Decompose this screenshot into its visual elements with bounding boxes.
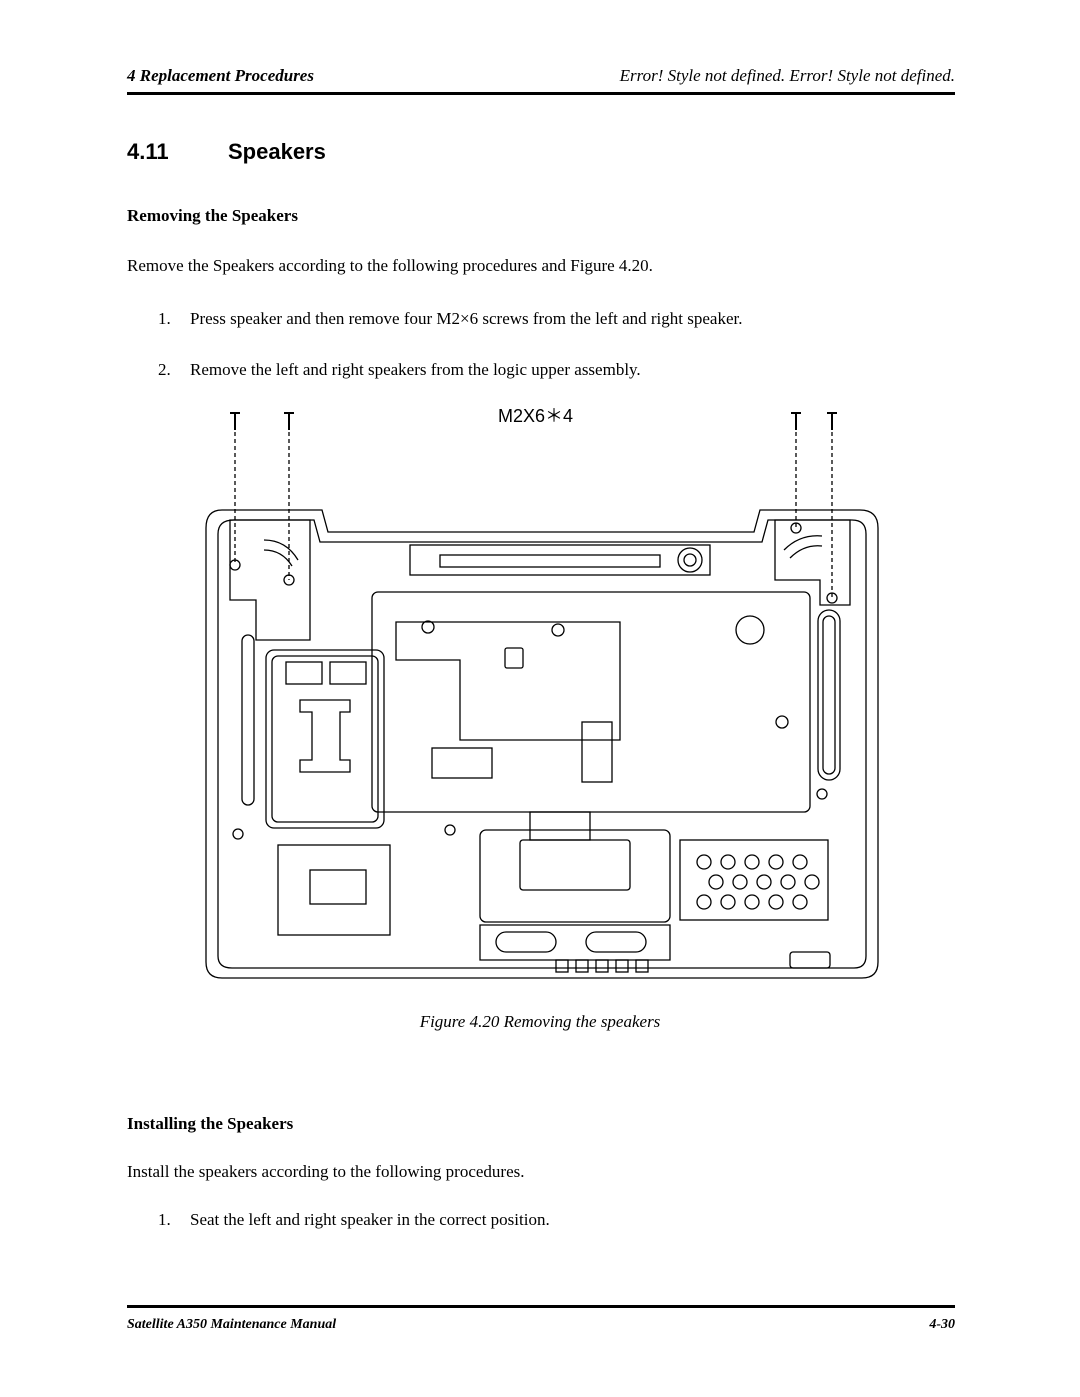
step-number: 1. — [158, 1210, 171, 1229]
step-text: Press speaker and then remove four M2×6 … — [190, 309, 743, 328]
section-title: 4.11 Speakers — [127, 139, 326, 165]
section-name: Speakers — [228, 139, 326, 164]
header-style-note: Error! Style not defined. Error! Style n… — [619, 66, 955, 85]
speaker-removal-diagram: M2X6＊4 — [205, 406, 879, 979]
section-number: 4.11 — [127, 139, 169, 164]
step-number: 2. — [158, 360, 171, 379]
step-text: Seat the left and right speaker in the c… — [190, 1210, 550, 1229]
step-number: 1. — [158, 309, 171, 328]
removing-heading: Removing the Speakers — [127, 206, 298, 225]
figure-caption: Figure 4.20 Removing the speakers — [419, 1012, 661, 1031]
removing-intro: Remove the Speakers according to the fol… — [127, 256, 653, 275]
installing-heading: Installing the Speakers — [127, 1114, 294, 1133]
screw-icon — [230, 412, 837, 430]
footer-page-number: 4-30 — [929, 1317, 955, 1332]
footer-manual-title: Satellite A350 Maintenance Manual — [127, 1317, 337, 1332]
installing-intro: Install the speakers according to the fo… — [127, 1162, 525, 1181]
page-header: 4 Replacement Procedures Error! Style no… — [127, 66, 955, 95]
installing-step-1: 1. Seat the left and right speaker in the… — [158, 1210, 550, 1230]
removing-step-2: 2. Remove the left and right speakers fro… — [158, 360, 641, 380]
page-footer: Satellite A350 Maintenance Manual 4-30 — [127, 1305, 955, 1336]
step-text: Remove the left and right speakers from … — [190, 360, 641, 379]
screw-guide-lines — [234, 432, 833, 598]
screw-label: M2X6＊4 — [498, 406, 573, 426]
removing-step-1: 1. Press speaker and then remove four M2×… — [158, 309, 742, 329]
header-chapter: 4 Replacement Procedures — [127, 66, 314, 85]
